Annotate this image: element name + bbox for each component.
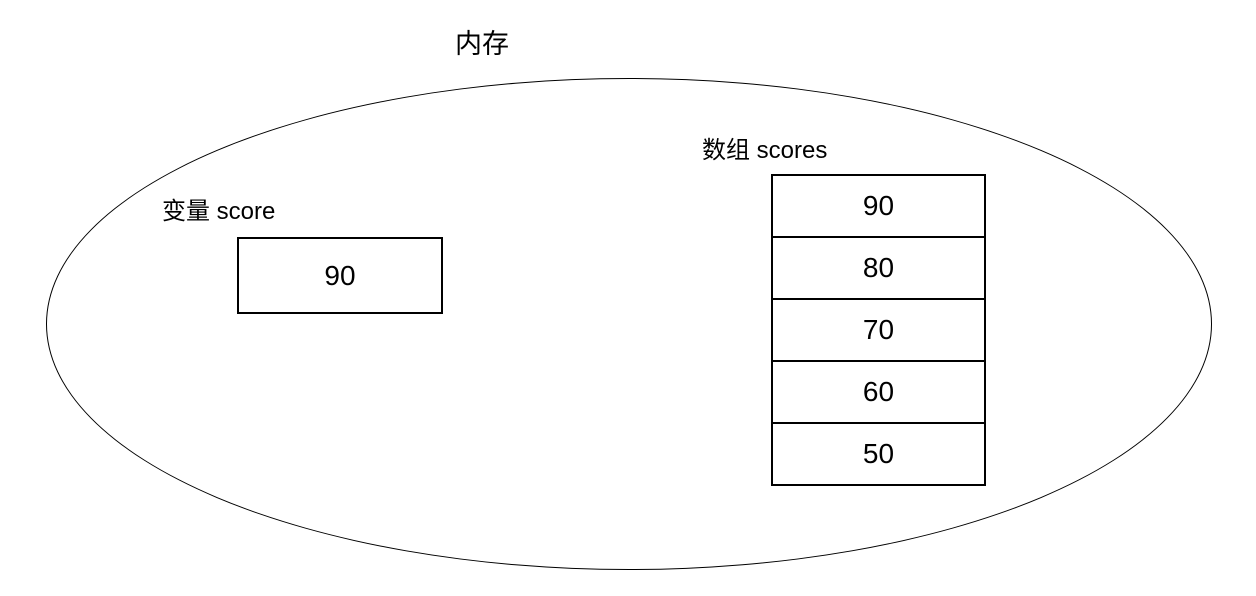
array-cell: 90 bbox=[773, 176, 984, 238]
variable-value-box: 90 bbox=[237, 237, 443, 314]
variable-value: 90 bbox=[324, 259, 356, 291]
array-cell: 60 bbox=[773, 362, 984, 424]
memory-title: 内存 bbox=[455, 29, 509, 59]
array-cell: 50 bbox=[773, 424, 984, 484]
memory-ellipse bbox=[46, 78, 1212, 570]
array-cell-value: 70 bbox=[862, 314, 895, 345]
array-box: 90 80 70 60 50 bbox=[771, 174, 986, 486]
variable-label: 变量 score bbox=[162, 198, 276, 225]
array-cell: 80 bbox=[773, 238, 984, 300]
array-cell-value: 50 bbox=[862, 438, 895, 469]
array-cell-value: 90 bbox=[862, 190, 895, 221]
array-cell-value: 80 bbox=[862, 252, 895, 283]
array-cell: 70 bbox=[773, 300, 984, 362]
array-label: 数组 scores bbox=[702, 137, 828, 164]
array-cell-value: 60 bbox=[862, 376, 895, 407]
